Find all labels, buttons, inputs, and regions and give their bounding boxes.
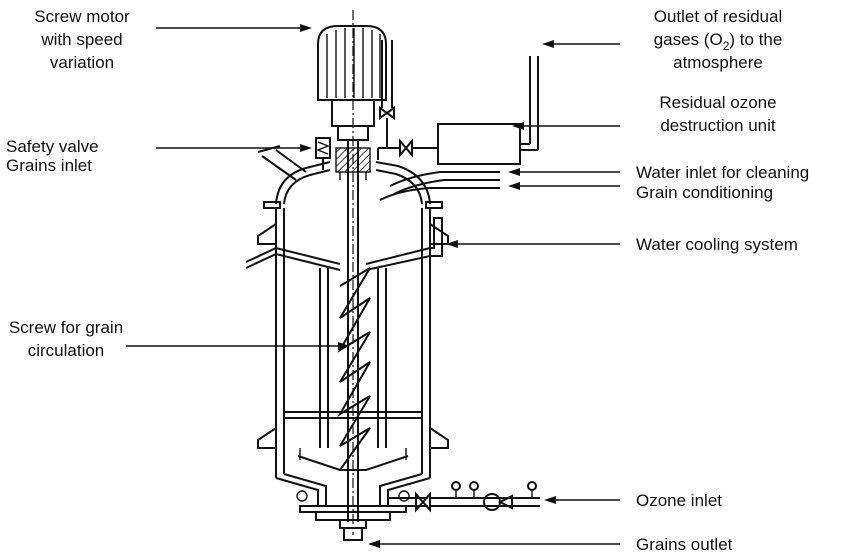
gas-outlet-piping (377, 40, 539, 165)
diagram-labels: Screw motor with speed variation Outlet … (6, 7, 809, 554)
draft-tubes (245, 217, 443, 471)
label-grains-inlet: Grains inlet (6, 156, 92, 175)
label-water-cooling: Water cooling system (636, 235, 798, 254)
cleaning-and-conditioning-pipes (379, 171, 500, 201)
label-outlet-gases-line2: gases (O2) to the (654, 30, 783, 53)
ozone-inlet-line (388, 481, 540, 513)
label-ozone-destruction-line2: destruction unit (660, 116, 776, 135)
label-screw-motor-line2: with speed (40, 30, 122, 49)
label-ozone-inlet: Ozone inlet (636, 491, 722, 510)
screw-motor (317, 25, 387, 141)
screw-flights (337, 267, 371, 471)
reactor-vessel (257, 201, 449, 541)
safety-valve (315, 137, 331, 170)
label-safety-valve: Safety valve (6, 137, 99, 156)
callout-arrows (126, 24, 620, 548)
label-outlet-gases-line3: atmosphere (673, 53, 763, 72)
label-ozone-destruction-line1: Residual ozone (659, 93, 776, 112)
label-screw-circulation-line1: Screw for grain (9, 318, 123, 337)
label-screw-motor-line3: variation (50, 53, 114, 72)
label-grains-outlet: Grains outlet (636, 535, 733, 554)
label-grain-conditioning: Grain conditioning (636, 183, 773, 202)
reactor-lid (275, 147, 431, 205)
label-screw-motor-line1: Screw motor (34, 7, 130, 26)
label-screw-circulation-line2: circulation (28, 341, 105, 360)
label-water-inlet: Water inlet for cleaning (636, 163, 809, 182)
label-outlet-gases-line1: Outlet of residual (654, 7, 783, 26)
grains-inlet-pipe (257, 145, 307, 181)
